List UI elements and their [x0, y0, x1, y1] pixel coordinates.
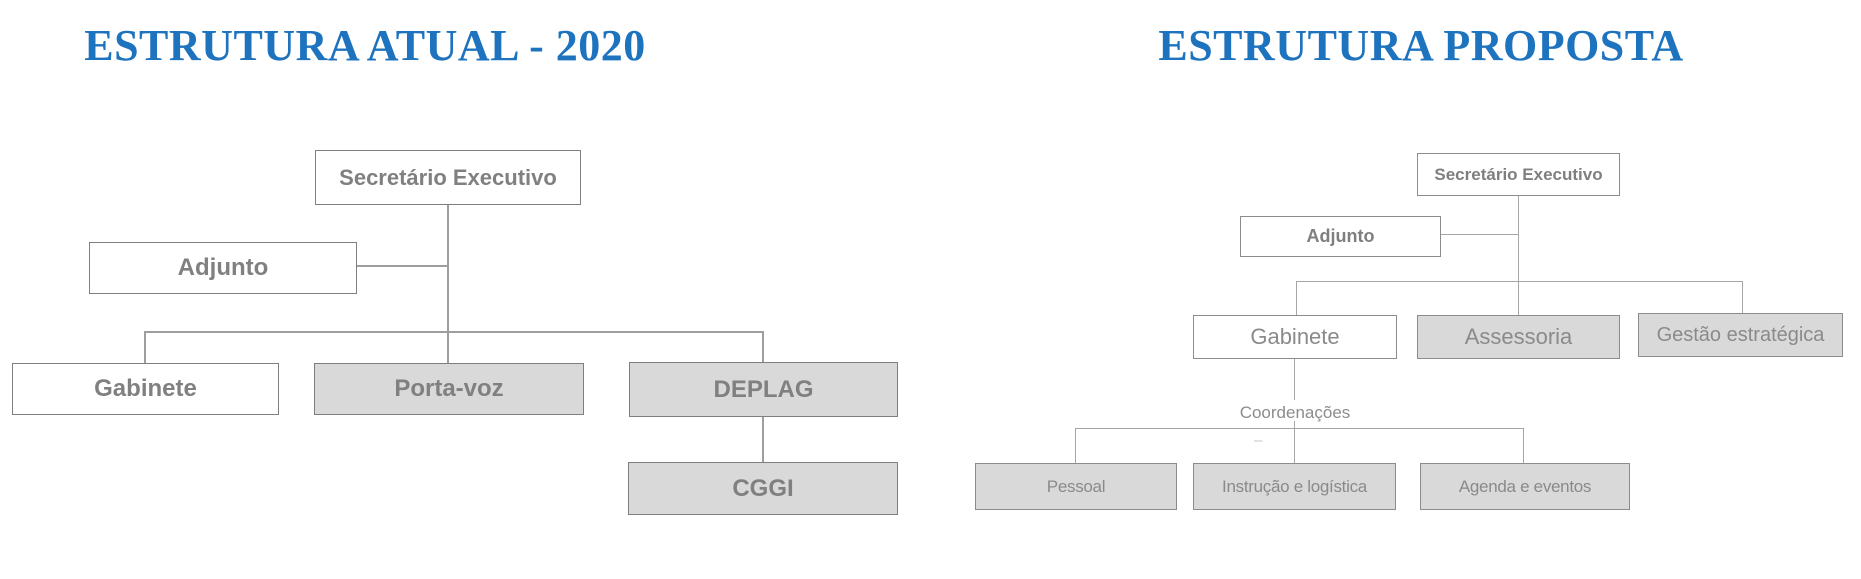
box-gabinete-current: Gabinete [12, 363, 279, 415]
connector-stub-portavoz [447, 331, 449, 363]
connector-stub-pessoal [1075, 428, 1076, 463]
right-chart-title: ESTRUTURA PROPOSTA [1158, 21, 1684, 70]
connector-secretario-rail-right [1518, 196, 1519, 281]
connector-stub-gabinete-left [144, 331, 146, 363]
left-chart-title: ESTRUTURA ATUAL - 2020 [84, 21, 646, 70]
box-instrucao-logistica: Instrução e logística [1193, 463, 1396, 510]
box-secretario-executivo-current: Secretário Executivo [315, 150, 581, 205]
connector-gabinete-coordenacoes [1294, 359, 1295, 400]
box-adjunto-proposed: Adjunto [1240, 216, 1441, 257]
connector-deplag-cggi [762, 417, 764, 462]
connector-stub-instrucao [1294, 428, 1295, 463]
connector-coordenacoes-rail2 [1294, 421, 1295, 428]
connector-rail-left [144, 331, 764, 333]
connector-stub-gestao [1742, 281, 1743, 313]
connector-adjunto-right [1441, 234, 1518, 235]
box-pessoal: Pessoal [975, 463, 1177, 510]
box-cggi: CGGI [628, 462, 898, 515]
connector-stub-gabinete-right [1296, 281, 1297, 315]
box-agenda-eventos: Agenda e eventos [1420, 463, 1630, 510]
coordenacoes-label: Coordenações [1239, 403, 1351, 422]
box-secretario-executivo-proposed: Secretário Executivo [1417, 153, 1620, 196]
connector-rail2-right [1075, 428, 1524, 429]
connector-rail1-right [1296, 281, 1743, 282]
box-gabinete-proposed: Gabinete [1193, 315, 1397, 359]
stray-dash: – [1254, 432, 1263, 449]
box-gestao-estrategica: Gestão estratégica [1638, 313, 1843, 357]
connector-stub-assessoria [1518, 281, 1519, 315]
connector-stub-agenda [1523, 428, 1524, 463]
box-porta-voz: Porta-voz [314, 363, 584, 415]
connector-secretario-rail-left [447, 205, 449, 331]
connector-adjunto-left [357, 265, 448, 267]
box-adjunto-current: Adjunto [89, 242, 357, 294]
connector-stub-deplag [762, 331, 764, 362]
box-deplag: DEPLAG [629, 362, 898, 417]
box-assessoria: Assessoria [1417, 315, 1620, 359]
